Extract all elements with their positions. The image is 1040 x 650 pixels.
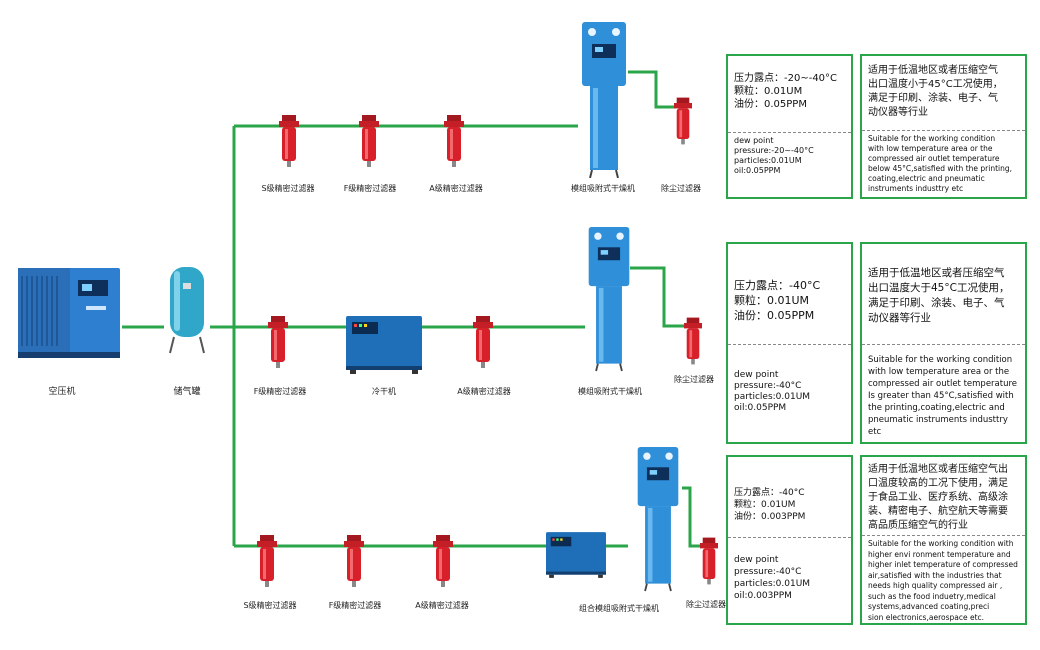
desc-en: Suitable for the working condition with … bbox=[868, 355, 1018, 437]
cold-dryer-icon bbox=[346, 316, 422, 374]
spec-en: dew point pressure:-20~-40°C particles:0… bbox=[734, 136, 814, 175]
f-filter-label: F级精密过滤器 bbox=[343, 184, 397, 193]
divider bbox=[862, 344, 1025, 345]
divider bbox=[862, 130, 1025, 131]
s-filter-label: S级精密过滤器 bbox=[261, 184, 315, 193]
desc-en: Suitable for the working condition with … bbox=[868, 539, 1018, 622]
desc-box-2: 适用于低温地区或者压缩空气 出口温度大于45°C工况使用， 满足于印刷、涂装、电… bbox=[860, 242, 1027, 444]
dust-filter-label: 除尘过滤器 bbox=[686, 600, 726, 609]
adsorption-dryer-icon bbox=[582, 22, 626, 178]
spec-en: dew point pressure:-40°C particles:0.01U… bbox=[734, 555, 811, 601]
spec-cn: 压力露点：-20~-40°C 颗粒：0.01UM 油份：0.05PPM bbox=[734, 73, 838, 110]
divider bbox=[728, 132, 851, 133]
dryer-label: 模组吸附式干燥机 bbox=[571, 184, 635, 193]
desc-cn: 适用于低温地区或者压缩空气 出口温度小于45°C工况使用， 满足于印刷、涂装、电… bbox=[868, 65, 1003, 118]
a-filter-label: A级精密过滤器 bbox=[429, 184, 483, 193]
tank-label: 储气罐 bbox=[173, 387, 201, 397]
dust-filter-label: 除尘过滤器 bbox=[674, 375, 714, 384]
compressor-label: 空压机 bbox=[48, 387, 76, 397]
f-filter-icon bbox=[359, 115, 379, 167]
divider bbox=[728, 344, 851, 345]
cold-dryer-icon bbox=[546, 532, 606, 578]
spec-cn: 压力露点：-40°C 颗粒：0.01UM 油份：0.003PPM bbox=[734, 488, 806, 522]
f-filter-icon bbox=[344, 535, 364, 587]
a-filter-icon bbox=[433, 535, 453, 587]
spec-en: dew point pressure:-40°C particles:0.01U… bbox=[734, 370, 811, 413]
a-filter-label: A级精密过滤器 bbox=[415, 601, 469, 610]
adsorption-dryer-icon bbox=[588, 227, 630, 372]
dust-filter-icon bbox=[674, 97, 692, 145]
spec-cn: 压力露点：-40°C 颗粒：0.01UM 油份：0.05PPM bbox=[734, 279, 821, 322]
divider bbox=[862, 535, 1025, 536]
air-tank-icon bbox=[169, 267, 205, 354]
desc-box-1: 适用于低温地区或者压缩空气 出口温度小于45°C工况使用， 满足于印刷、涂装、电… bbox=[860, 54, 1027, 199]
desc-en: Suitable for the working condition with … bbox=[868, 134, 1012, 193]
spec-box-2: 压力露点：-40°C 颗粒：0.01UM 油份：0.05PPM dew poin… bbox=[726, 242, 853, 444]
dryer-label: 模组吸附式干燥机 bbox=[578, 387, 642, 396]
s-filter-icon bbox=[257, 535, 277, 587]
desc-box-3: 适用于低温地区或者压缩空气出 口温度较高的工况下使用，满足 于食品工业、医疗系统… bbox=[860, 455, 1027, 625]
a-filter-label: A级精密过滤器 bbox=[457, 387, 511, 396]
f-filter-label: F级精密过滤器 bbox=[328, 601, 382, 610]
dust-filter-icon bbox=[700, 537, 718, 585]
adsorption-dryer-icon bbox=[637, 447, 679, 592]
air-compressor-icon bbox=[18, 268, 120, 358]
dust-filter-icon bbox=[684, 317, 702, 365]
s-filter-icon bbox=[279, 115, 299, 167]
cold-dryer-label: 冷干机 bbox=[372, 387, 396, 396]
dryer-label: 组合模组吸附式干燥机 bbox=[579, 604, 659, 613]
spec-box-3: 压力露点：-40°C 颗粒：0.01UM 油份：0.003PPM dew poi… bbox=[726, 455, 853, 625]
a-filter-icon bbox=[473, 316, 493, 368]
a-filter-icon bbox=[444, 115, 464, 167]
s-filter-label: S级精密过滤器 bbox=[243, 601, 297, 610]
f-filter-label: F级精密过滤器 bbox=[253, 387, 307, 396]
desc-cn: 适用于低温地区或者压缩空气 出口温度大于45°C工况使用， 满足于印刷、涂装、电… bbox=[868, 267, 1010, 324]
desc-cn: 适用于低温地区或者压缩空气出 口温度较高的工况下使用，满足 于食品工业、医疗系统… bbox=[868, 464, 1008, 531]
dust-filter-label: 除尘过滤器 bbox=[661, 184, 701, 193]
spec-box-1: 压力露点：-20~-40°C 颗粒：0.01UM 油份：0.05PPM dew … bbox=[726, 54, 853, 199]
f-filter-icon bbox=[268, 316, 288, 368]
divider bbox=[728, 537, 851, 538]
